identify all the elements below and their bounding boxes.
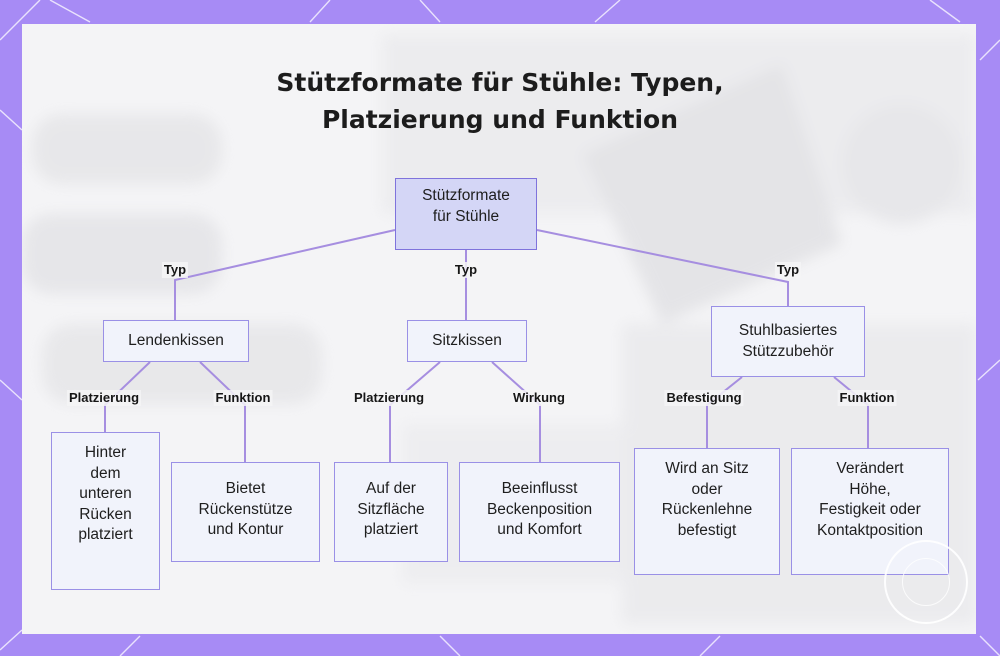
edge-label-typ-left: Typ <box>161 262 189 278</box>
node-root-label: Stützformate für Stühle <box>422 187 510 225</box>
edge-stuhl-befestigung <box>706 376 743 448</box>
edge-label-wirkung: Wirkung <box>511 390 567 406</box>
title-line-2: Platzierung und Funktion <box>321 105 679 134</box>
node-sitz-platzierung-label: Auf der Sitzfläche platziert <box>357 480 425 538</box>
edge-label-befestigung: Befestigung <box>664 390 744 406</box>
edge-sitz-platzierung <box>389 361 441 462</box>
node-stuhlbasiert: Stuhlbasiertes Stützzubehör <box>711 306 865 377</box>
node-stuhlbasiert-label: Stuhlbasiertes Stützzubehör <box>738 322 838 360</box>
node-lenden-platzierung: Hinter dem unteren Rücken platziert <box>51 432 160 590</box>
edge-lenden-funktion <box>199 361 246 462</box>
edge-root-stuhlbasiert <box>536 229 789 306</box>
edge-sitz-wirkung <box>491 361 541 462</box>
node-sitzkissen: Sitzkissen <box>407 320 527 362</box>
diagram-title: Stützformate für Stühle: Typen, Platzier… <box>0 64 1000 138</box>
edge-label-platzierung-2: Platzierung <box>351 390 427 406</box>
node-root: Stützformate für Stühle <box>395 178 537 250</box>
node-sitz-wirkung-label: Beeinflusst Beckenposition und Komfort <box>486 480 593 538</box>
edge-label-funktion-2: Funktion <box>837 390 897 406</box>
node-lenden-funktion-label: Bietet Rückenstütze und Kontur <box>198 480 293 538</box>
node-sitz-wirkung: Beeinflusst Beckenposition und Komfort <box>459 462 620 562</box>
node-lendenkissen: Lendenkissen <box>103 320 249 362</box>
watermark-logo-inner <box>902 558 950 606</box>
node-stuhl-befestigung-label: Wird an Sitz oder Rückenlehne befestigt <box>661 460 753 539</box>
edge-label-typ-center: Typ <box>452 262 480 278</box>
edge-root-lendenkissen <box>174 229 396 320</box>
node-stuhl-befestigung: Wird an Sitz oder Rückenlehne befestigt <box>634 448 780 575</box>
node-sitzkissen-label: Sitzkissen <box>432 331 502 349</box>
edge-label-typ-right: Typ <box>774 262 802 278</box>
node-lendenkissen-label: Lendenkissen <box>128 331 224 349</box>
title-line-1: Stützformate für Stühle: Typen, <box>276 68 724 97</box>
node-sitz-platzierung: Auf der Sitzfläche platziert <box>334 462 448 562</box>
node-lenden-funktion: Bietet Rückenstütze und Kontur <box>171 462 320 562</box>
node-stuhl-funktion-label: Verändert Höhe, Festigkeit oder Kontaktp… <box>817 460 923 539</box>
edge-label-funktion-1: Funktion <box>213 390 273 406</box>
node-stuhl-funktion: Verändert Höhe, Festigkeit oder Kontaktp… <box>791 448 949 575</box>
watermark-logo <box>884 540 968 624</box>
edge-label-platzierung-1: Platzierung <box>66 390 142 406</box>
edge-stuhl-funktion <box>833 376 869 448</box>
node-lenden-platzierung-label: Hinter dem unteren Rücken platziert <box>78 444 133 543</box>
